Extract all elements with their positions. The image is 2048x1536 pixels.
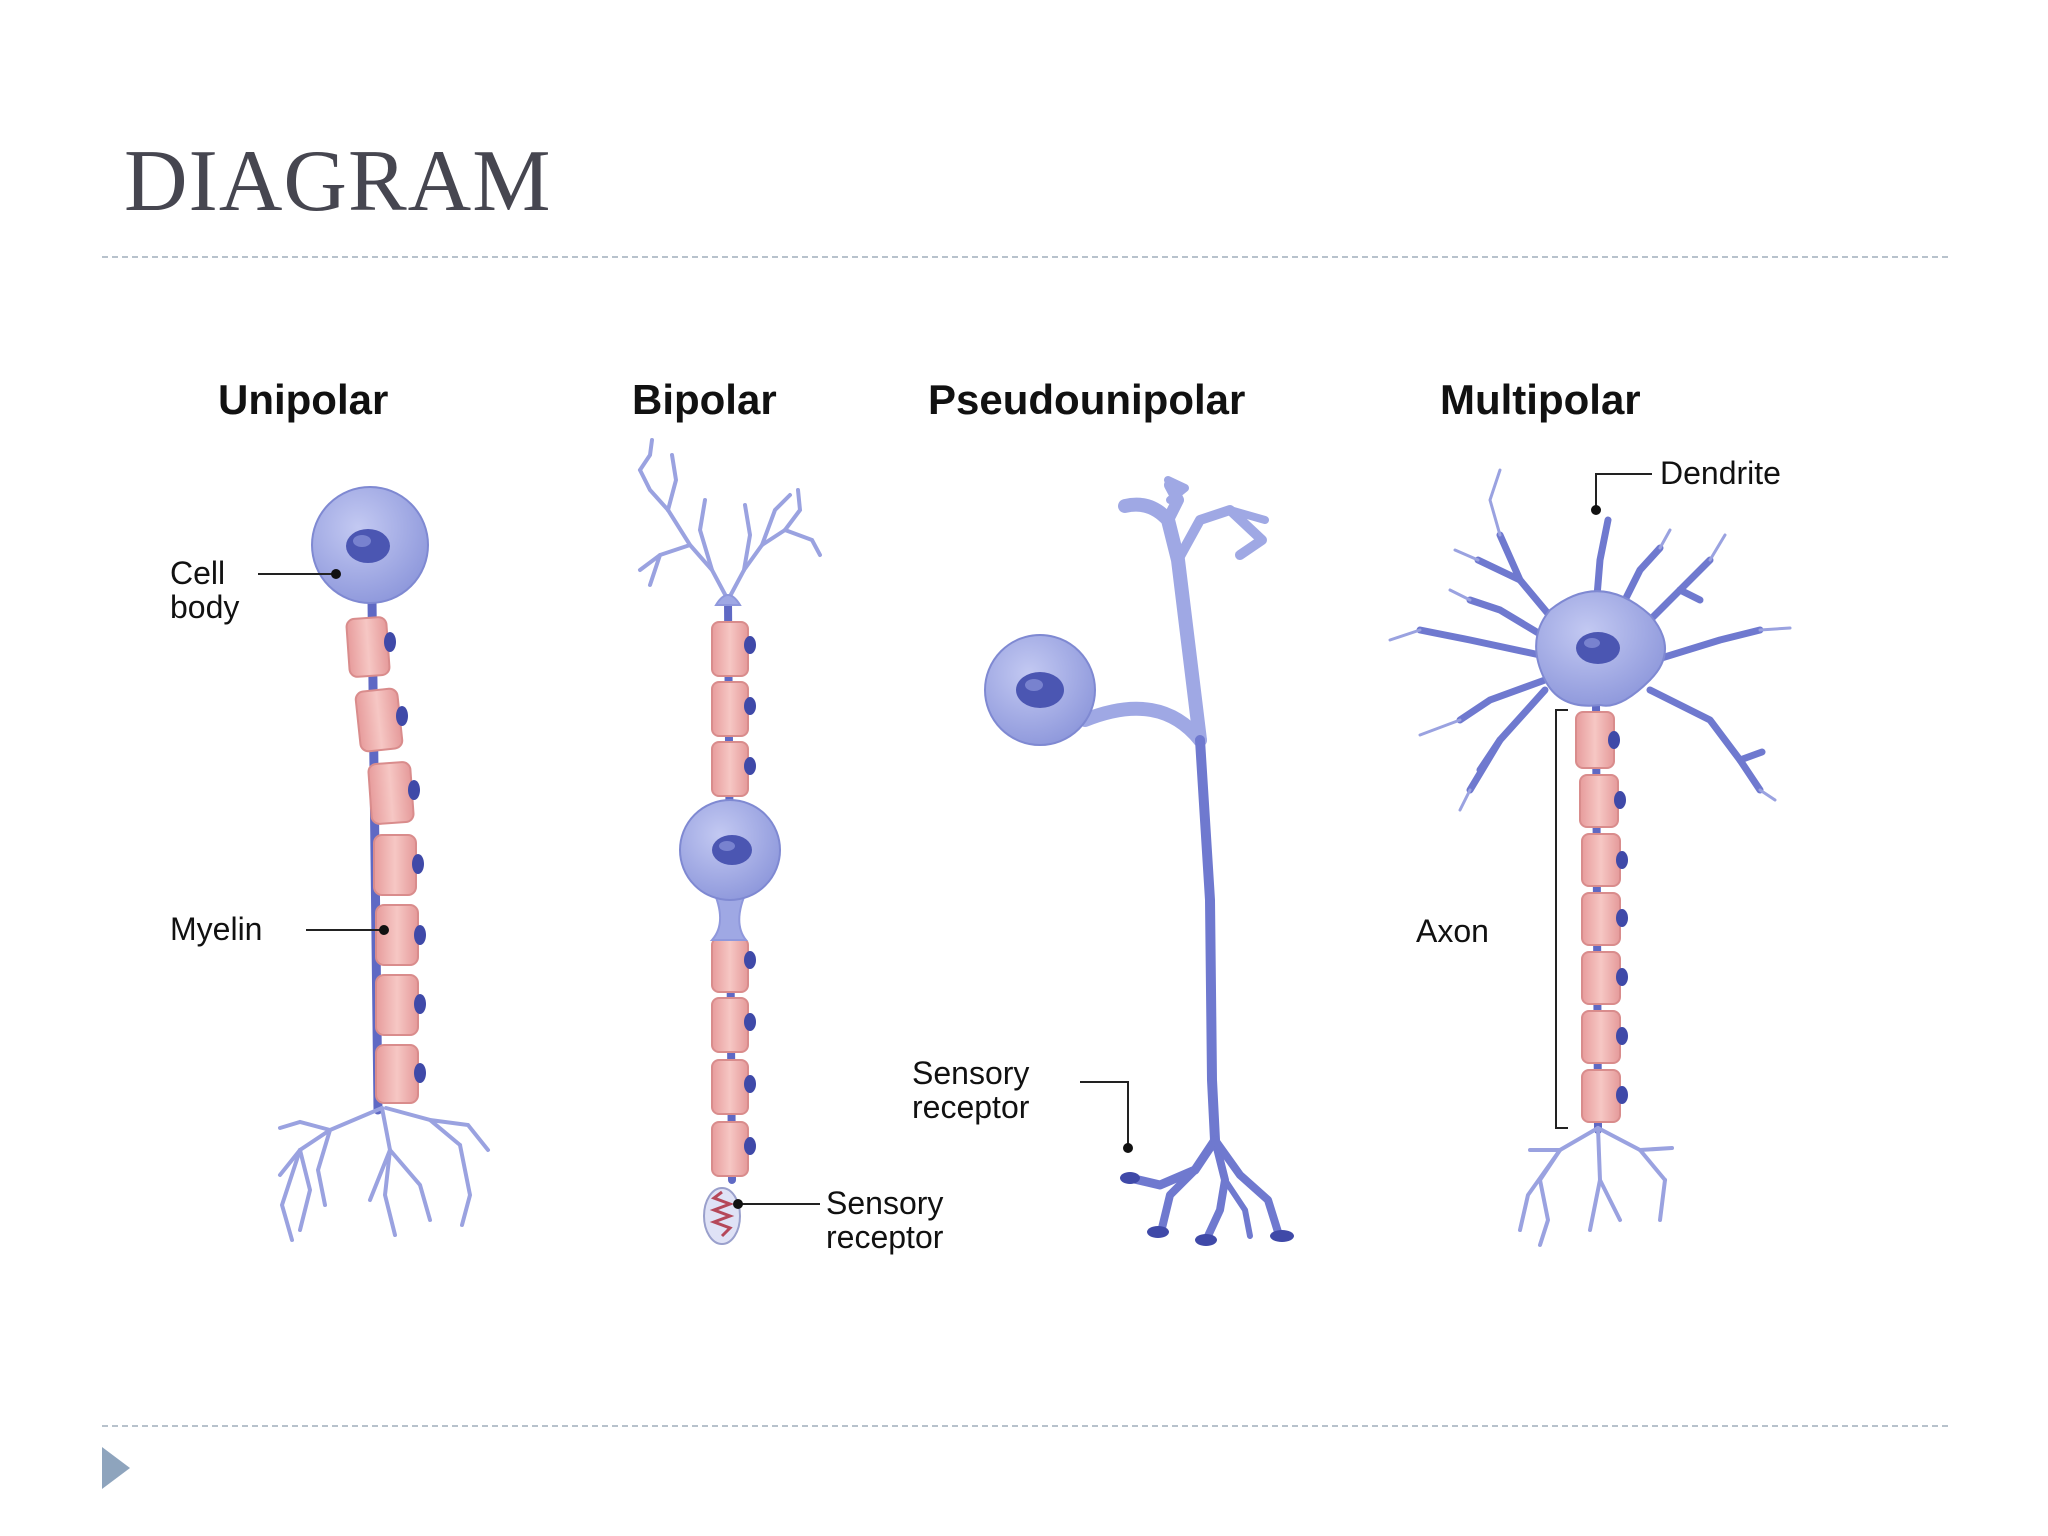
label-pseudo-sensory-line1: Sensory — [912, 1055, 1029, 1091]
slide-title: DIAGRAM — [124, 133, 552, 230]
pseudounipolar-cell-body — [984, 634, 1096, 746]
label-bipolar-sensory-line1: Sensory — [826, 1185, 943, 1221]
multipolar-cell-body — [1535, 590, 1666, 707]
label-bipolar-sensory-line2: receptor — [826, 1219, 944, 1255]
heading-multipolar: Multipolar — [1440, 376, 1641, 423]
label-myelin: Myelin — [170, 911, 262, 947]
label-pseudo-sensory-line2: receptor — [912, 1089, 1030, 1125]
pseudounipolar-neuron — [1078, 476, 1294, 1246]
multipolar-myelin-segments — [1575, 711, 1628, 1123]
label-cell-line2: body — [170, 589, 239, 625]
top-divider — [102, 256, 1948, 258]
unipolar-cell-body — [311, 486, 429, 604]
heading-bipolar: Bipolar — [632, 376, 777, 423]
unipolar-myelin-segments — [345, 616, 426, 1104]
bottom-divider — [102, 1425, 1948, 1427]
bipolar-cell-body — [679, 799, 781, 941]
bipolar-sensory-receptor — [703, 1187, 741, 1245]
heading-unipolar: Unipolar — [218, 376, 388, 423]
leader-dots — [331, 505, 1601, 1209]
leader-lines — [258, 473, 1652, 1205]
label-dendrite: Dendrite — [1660, 455, 1781, 491]
label-cell-line1: Cell — [170, 555, 225, 591]
triangle-bullet-icon — [102, 1447, 130, 1489]
bipolar-myelin-segments — [711, 621, 756, 1177]
heading-pseudounipolar: Pseudounipolar — [928, 376, 1245, 423]
label-axon: Axon — [1416, 913, 1489, 949]
